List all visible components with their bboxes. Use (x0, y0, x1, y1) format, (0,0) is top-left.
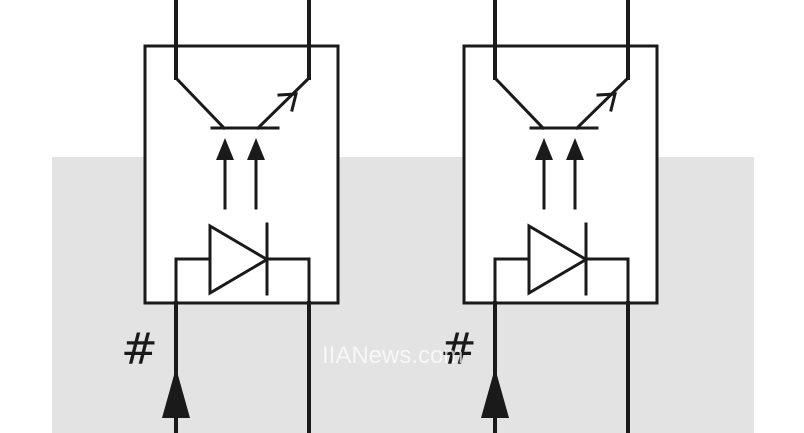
optocoupler-1-input-arrow (162, 368, 190, 418)
optocoupler-2-emitter-arrow (596, 92, 617, 112)
optocoupler-1-light-arrowhead-left (216, 138, 234, 160)
optocoupler-1-emitter-path (255, 75, 312, 131)
optocoupler-2-collector-path (492, 75, 546, 131)
optocoupler-2-input-arrow (481, 368, 509, 418)
optocoupler-2-hash-symbol: # (440, 324, 477, 375)
optocoupler-1-light-arrowhead-right (247, 138, 265, 160)
optocoupler-2 (462, 0, 659, 433)
optocoupler-2-light-arrowhead-right (566, 138, 584, 160)
optocoupler-1-hash-symbol: # (121, 324, 158, 375)
optocoupler-1-collector-path (173, 75, 227, 131)
watermark-text: IIANews.com (322, 342, 463, 369)
optocoupler-1-emitter-arrow (277, 92, 298, 112)
optocoupler-1 (143, 0, 340, 433)
optocoupler-2-light-arrowhead-left (535, 138, 553, 160)
optocoupler-2-emitter-path (574, 75, 631, 131)
